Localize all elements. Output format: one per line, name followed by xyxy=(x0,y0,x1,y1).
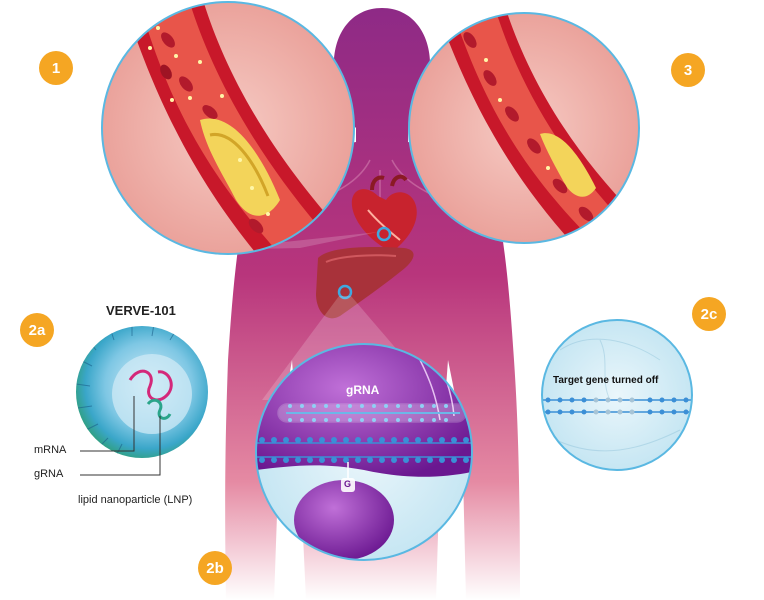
lnp-callout-lines xyxy=(80,396,161,476)
edit-site-marker xyxy=(341,478,355,492)
step-2b-badge: 2b xyxy=(198,551,232,585)
edit-base-label: G xyxy=(344,479,352,489)
mrna-label: mRNA xyxy=(34,444,67,456)
artery-after-circle xyxy=(408,12,640,244)
step-3-badge: 3 xyxy=(671,53,705,87)
grna-label: gRNA xyxy=(34,468,64,480)
plaque-icon xyxy=(200,118,280,216)
heart-icon xyxy=(351,174,417,252)
gene-off-label: Target gene turned off xyxy=(553,375,659,386)
lipid-nanoparticle-icon xyxy=(76,326,208,458)
liver-icon xyxy=(316,247,414,319)
grna-strand xyxy=(146,398,172,420)
liver-cell-zoom-circle xyxy=(255,343,473,561)
liver-zoom-marker xyxy=(337,284,353,300)
step-2a-badge: 2a xyxy=(20,313,54,347)
grna-strand-label: gRNA xyxy=(346,383,380,397)
gene-off-zoom-circle xyxy=(541,319,693,471)
heart-zoom-marker xyxy=(376,226,392,242)
product-label: VERVE-101 xyxy=(106,303,176,318)
artery-before-circle xyxy=(101,1,355,255)
step-2c-badge: 2c xyxy=(692,297,726,331)
step-1-badge: 1 xyxy=(39,51,73,85)
lnp-label: lipid nanoparticle (LNP) xyxy=(78,494,193,506)
